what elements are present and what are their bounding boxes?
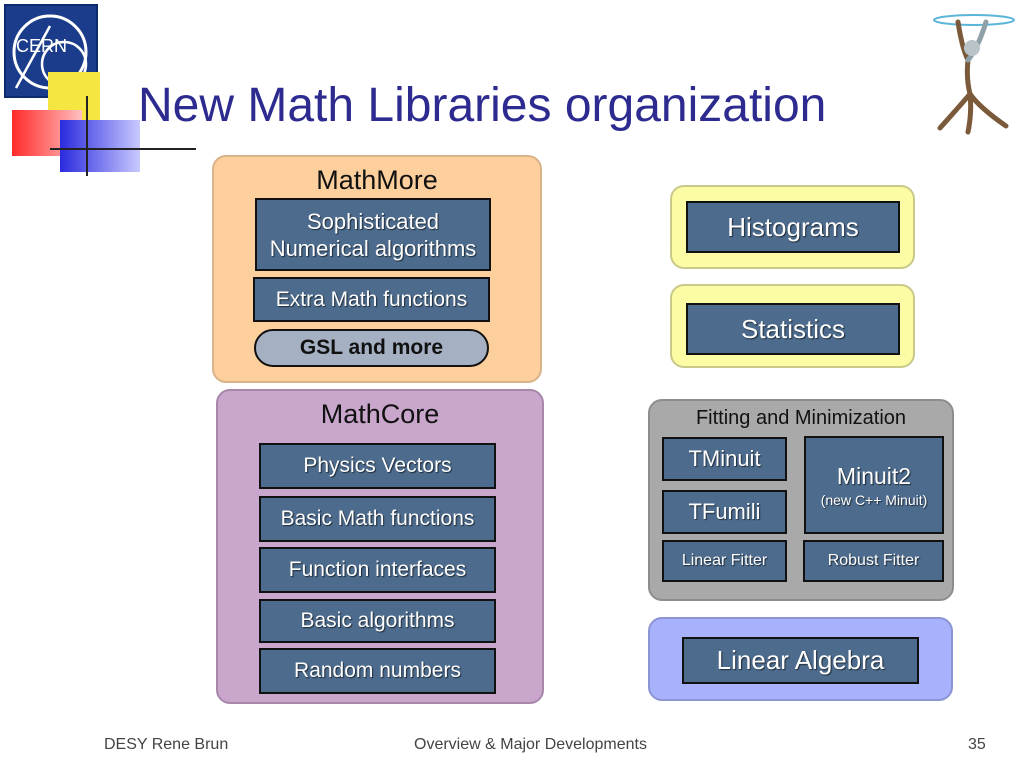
function-interfaces-box: Function interfaces [259,547,496,593]
histograms-group: Histograms [670,185,915,269]
mathmore-group: MathMore Sophisticated Numerical algorit… [212,155,542,383]
fitting-minimization-group: Fitting and Minimization TMinuit TFumili… [648,399,954,601]
fitting-title: Fitting and Minimization [695,407,907,429]
extra-math-functions-box: Extra Math functions [253,277,490,322]
statistics-group: Statistics [670,284,915,368]
random-numbers-box: Random numbers [259,648,496,694]
footer-title: Overview & Major Developments [414,736,647,753]
gsl-and-more-pill: GSL and more [254,329,489,367]
physics-vectors-box: Physics Vectors [259,443,496,489]
histograms-box: Histograms [686,201,900,253]
mathcore-group: MathCore Physics Vectors Basic Math func… [216,389,544,704]
tfumili-box: TFumili [662,490,787,534]
slide-title: New Math Libraries organization [138,79,827,132]
logo-text: CERN [16,36,68,56]
mathmore-title: MathMore [316,165,438,195]
minuit2-note: (new C++ Minuit) [820,492,928,508]
vertical-rule [86,96,88,176]
footer-author: DESY Rene Brun [104,736,229,753]
basic-math-functions-box: Basic Math functions [259,496,496,542]
mathcore-title: MathCore [320,399,440,429]
robust-fitter-box: Robust Fitter [803,540,944,582]
minuit2-box: Minuit2 (new C++ Minuit) [804,436,944,534]
blue-square-deco [60,120,140,172]
linear-algebra-group: Linear Algebra [648,617,953,701]
atlas-figure-icon [933,14,1015,135]
minuit2-label: Minuit2 [836,463,912,489]
basic-algorithms-box: Basic algorithms [259,599,496,643]
root-tree-figure [928,8,1020,136]
horizontal-rule [50,148,196,150]
statistics-box: Statistics [686,303,900,355]
sophisticated-numerical-algorithms-box: Sophisticated Numerical algorithms [255,198,491,271]
box-label-line2: Numerical algorithms [269,235,477,261]
linear-algebra-box: Linear Algebra [682,637,919,684]
linear-fitter-box: Linear Fitter [662,540,787,582]
tminuit-box: TMinuit [662,437,787,481]
box-label-line1: Sophisticated [306,208,440,234]
page-number: 35 [968,736,986,753]
